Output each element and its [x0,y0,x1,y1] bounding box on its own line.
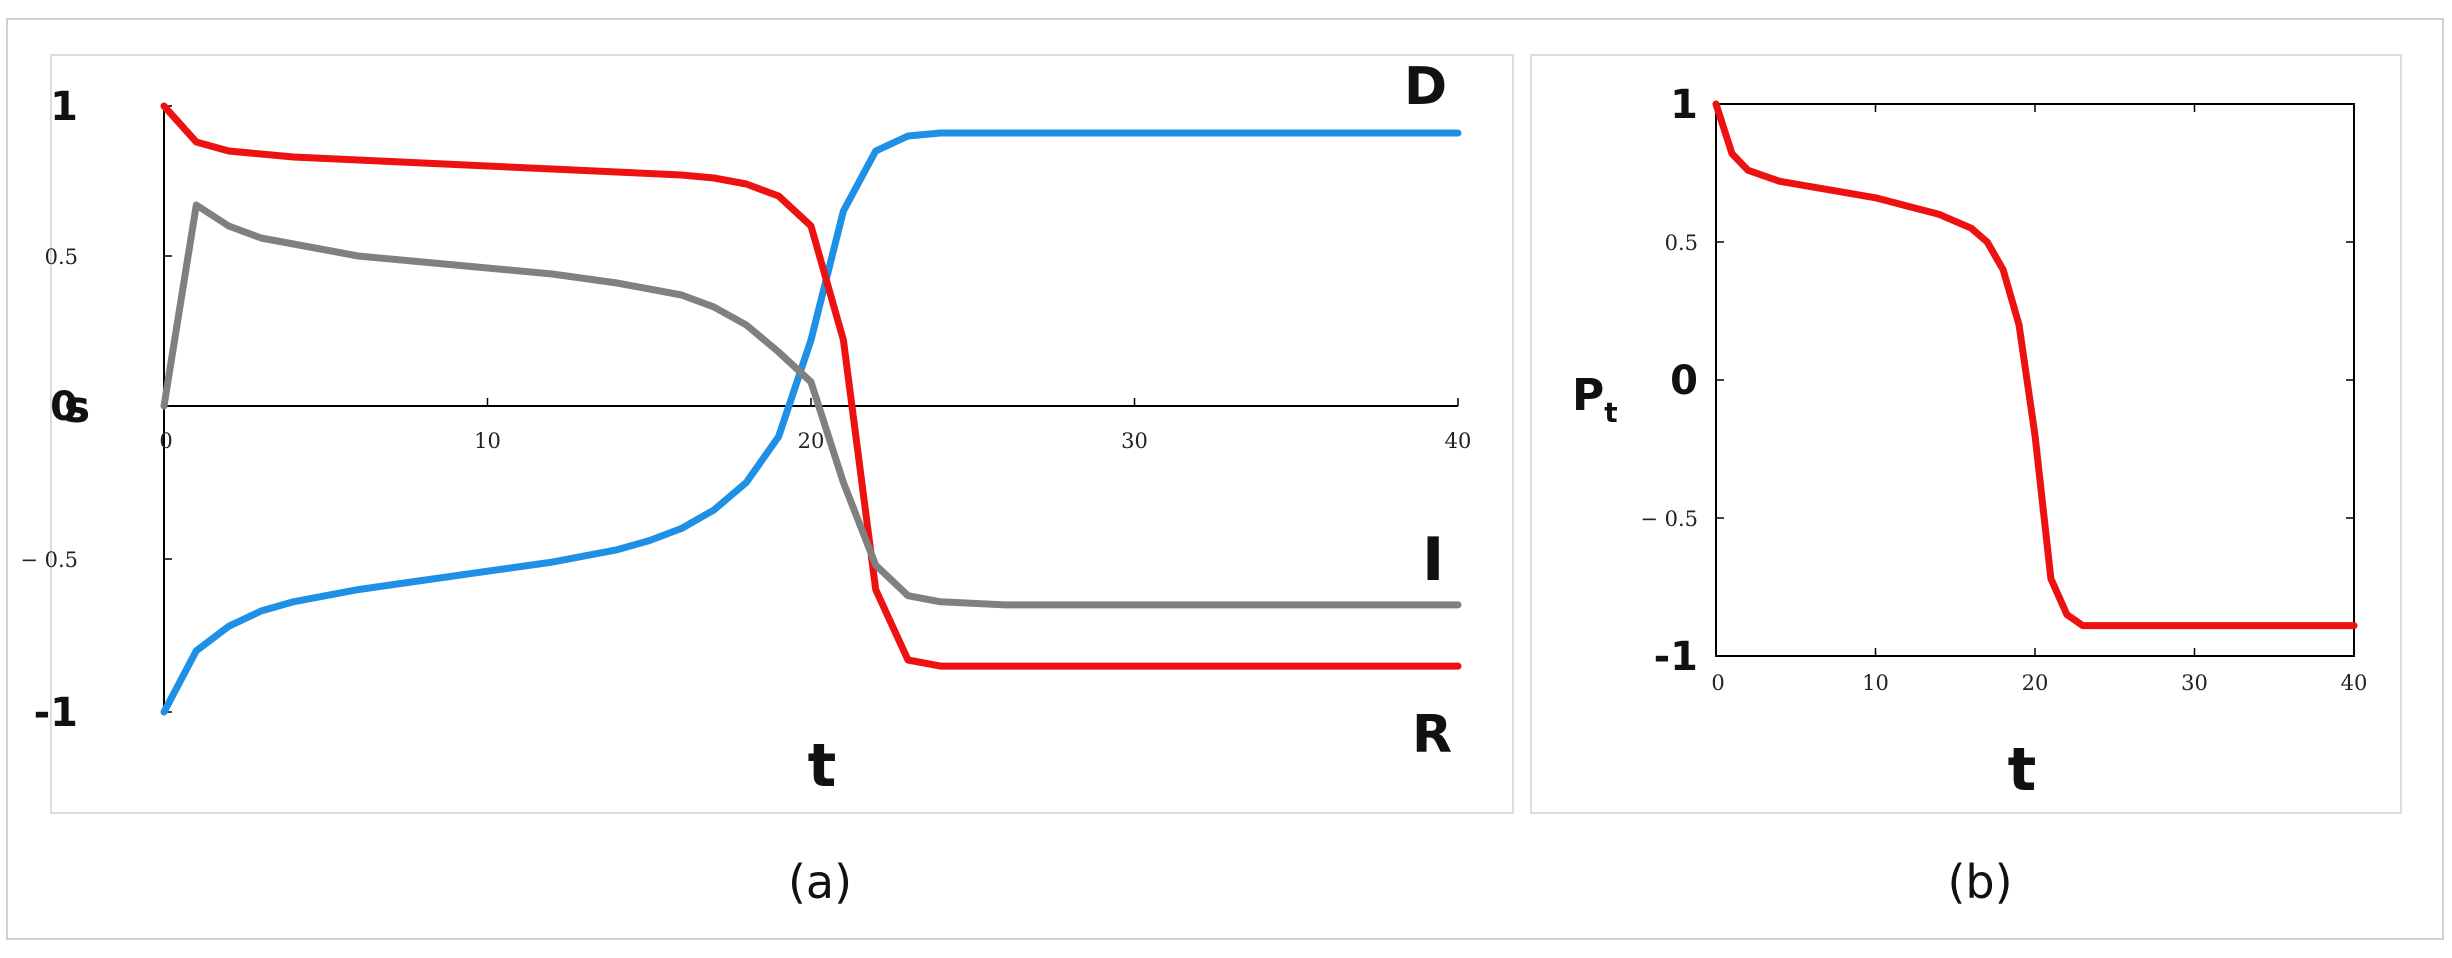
panel-a-y-tick-label: 1 [50,84,78,130]
panel-a-x-tick-label: 40 [1445,429,1472,453]
figure-frame [6,18,2444,940]
panel-b-y-tick-label: − 0.5 [1640,507,1698,531]
panel-b-x-tick-label: 30 [2181,671,2208,695]
panel-a-x-tick-label: 0 [159,429,172,453]
panel-a-y-tick-label: 0 [50,384,78,430]
panel-a-x-axis-label: t [808,731,837,801]
panel-a-x-tick-label: 10 [474,429,501,453]
panel-b-y-label-subscript: t [1604,396,1617,429]
panel-b-y-axis-label: Pt [1572,370,1618,429]
panel-b-x-tick-label: 0 [1711,671,1724,695]
panel-a-series-line-i [160,201,1462,609]
panel-b-chart: 0 10 20 30 40 1 0.5 0 − 0.5 -1 Pt t (b) [1572,82,2367,909]
panel-b-y-tick-label: 0 [1670,358,1698,404]
legend-label-i: I [1422,525,1444,595]
panel-b-y-tick-label: -1 [1654,634,1698,680]
panel-a-chart: 0 10 20 30 40 1 0.5 0 − 0.5 -1 s t D R I (a) [20,57,1471,909]
panel-b-series [1712,100,2358,630]
panel-b-x-axis-label: t [2008,735,2037,805]
panel-b-series-line-0 [1712,100,2358,630]
panel-a-x-tick-label: 30 [1121,429,1148,453]
panel-a-series [160,102,1462,716]
panel-b-caption: (b) [1947,855,2012,909]
panel-b-x-tick-label: 20 [2022,671,2049,695]
panel-a-y-tick-label: − 0.5 [20,548,78,572]
panel-b-y-tick-label: 0.5 [1665,231,1698,255]
panel-b-axes [1715,103,2355,657]
panel-a-caption: (a) [788,855,852,909]
panel-b-x-tick-label: 10 [1862,671,1889,695]
panel-b-frame [1530,54,2402,814]
legend-label-d: D [1404,57,1447,117]
panel-a-y-tick-label: -1 [34,690,78,736]
panel-a-series-line-d [160,129,1462,716]
panel-a-y-axis-label: s [64,382,90,433]
panel-a-y-tick-label: 0.5 [45,245,78,269]
panel-a-x-tick-label: 20 [798,429,825,453]
panel-b-x-tick-label: 40 [2341,671,2368,695]
legend-label-r: R [1412,705,1452,765]
panel-b-y-tick-label: 1 [1670,82,1698,128]
panel-a-axes [163,105,1459,713]
panel-b-y-label-main: P [1572,370,1604,421]
panel-a-frame [50,54,1514,814]
panel-b-tick-labels: 0 10 20 30 40 1 0.5 0 − 0.5 -1 [1640,82,2367,695]
panel-a-series-line-r [160,102,1462,670]
panel-a-tick-labels: 0 10 20 30 40 1 0.5 0 − 0.5 -1 [20,84,1471,736]
